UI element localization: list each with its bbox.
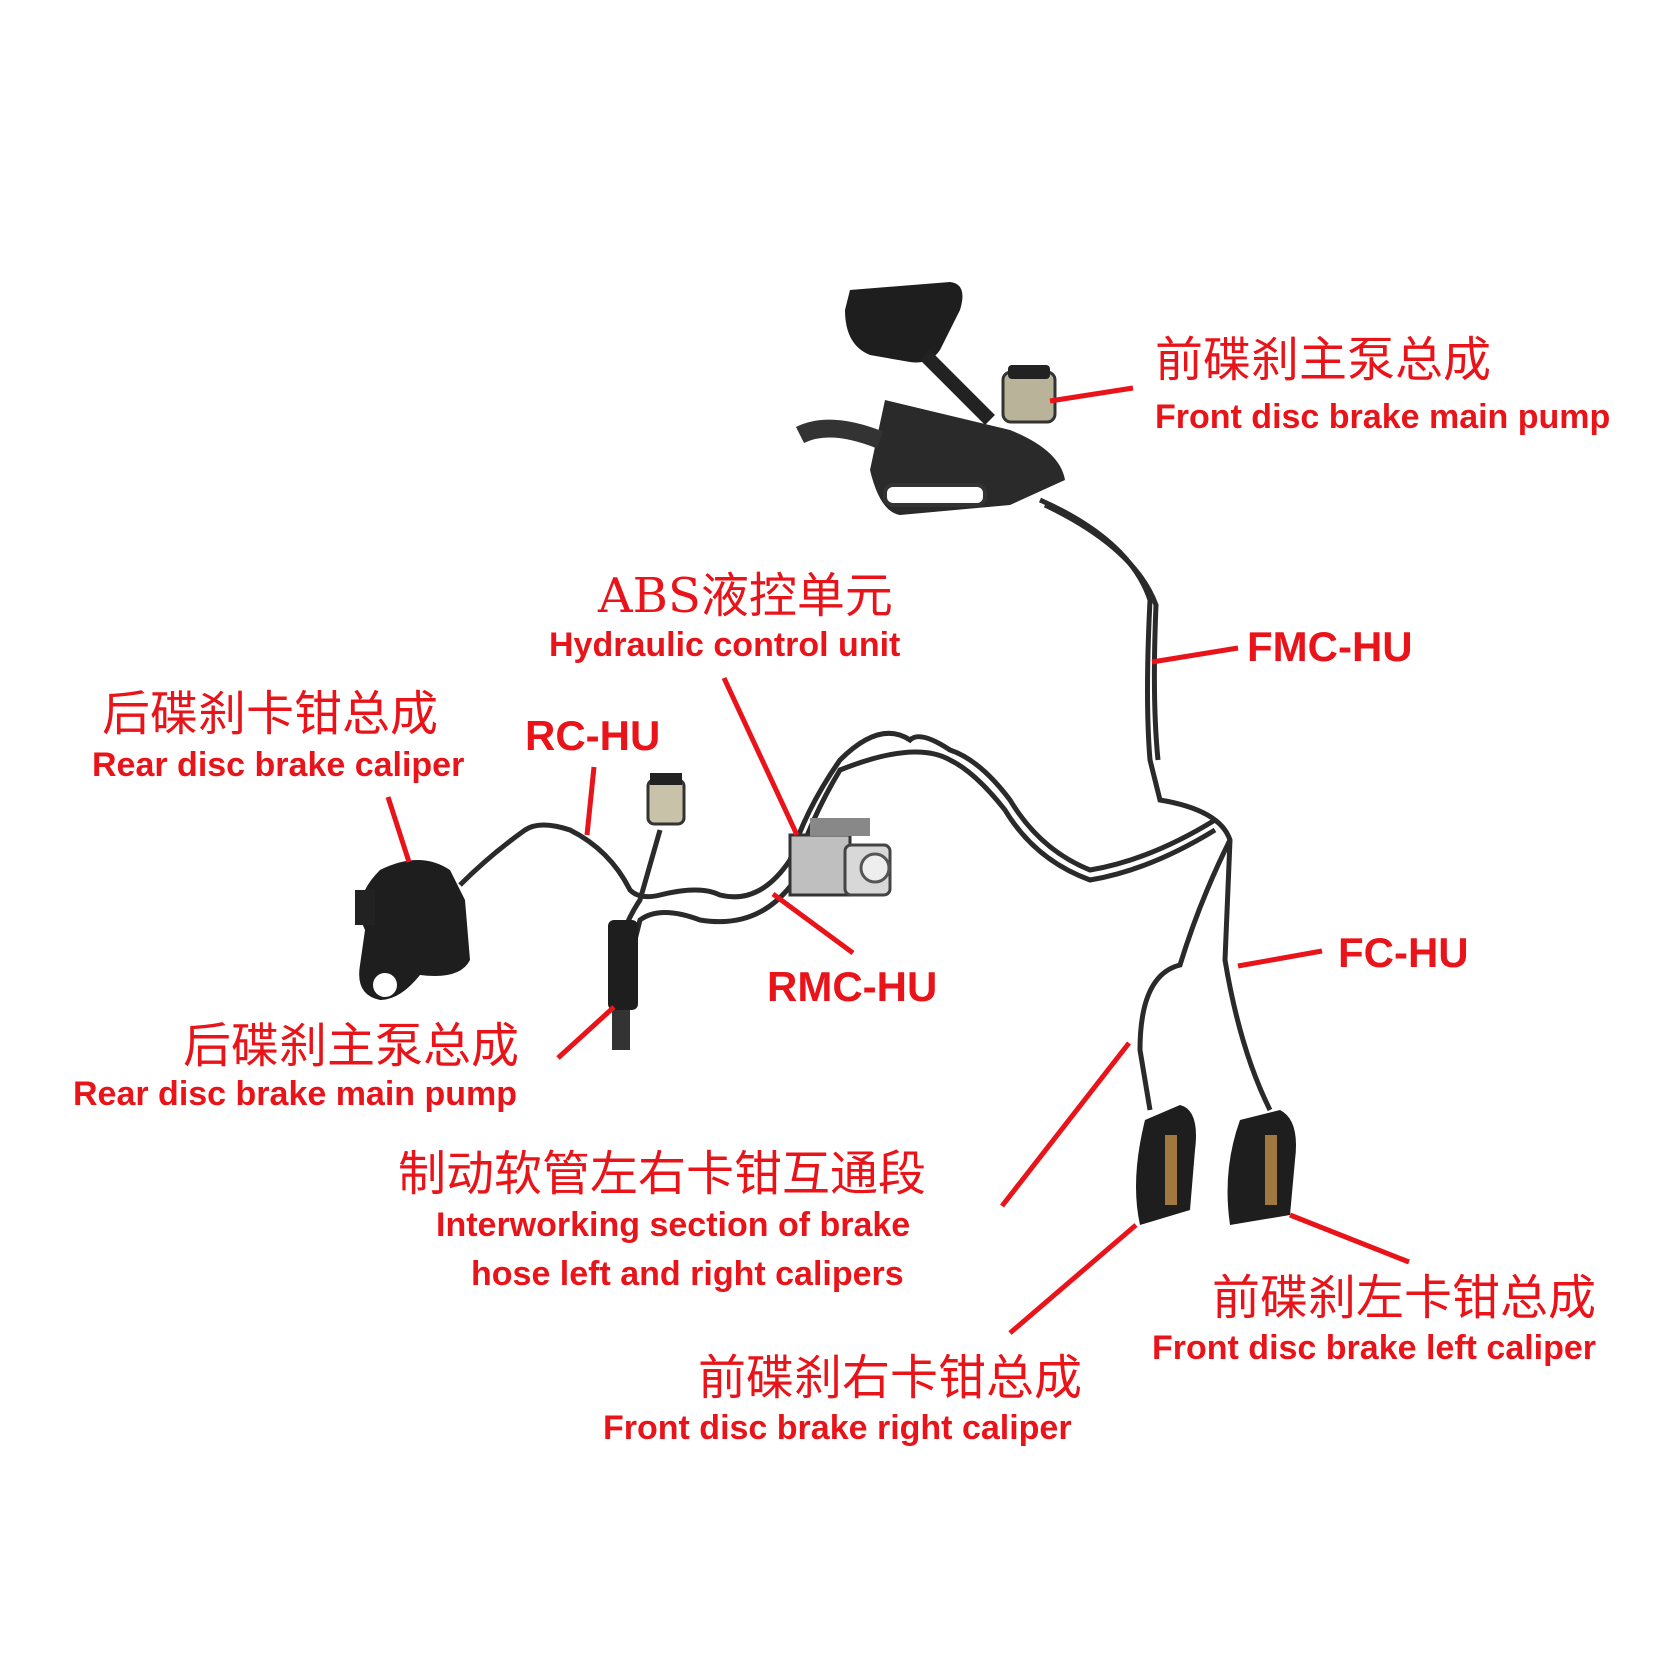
front-pump-label-zh: 前碟刹主泵总成	[1155, 332, 1492, 388]
front-calipers	[1136, 1105, 1296, 1225]
fc-hu-label: FC-HU	[1338, 929, 1469, 976]
leader-rc-hu	[584, 766, 597, 836]
leader-hcu	[721, 676, 800, 837]
leader-front-right-caliper	[1008, 1223, 1138, 1335]
rear-caliper	[355, 860, 470, 1000]
hcu-label-en: Hydraulic control unit	[549, 626, 901, 664]
leader-interworking	[1000, 1041, 1131, 1208]
front-handlebar-assembly	[795, 282, 1065, 515]
rear-pump-label-zh: 后碟刹主泵总成	[183, 1018, 520, 1074]
leader-rear-caliper	[385, 796, 412, 863]
rear-master-cylinder	[608, 773, 686, 1050]
leader-lines	[385, 385, 1410, 1335]
rear-pump-label-en: Rear disc brake main pump	[73, 1075, 518, 1113]
leader-front-left-caliper	[1289, 1212, 1410, 1265]
leader-front-pump	[1049, 385, 1134, 404]
leader-fmc-hu	[1151, 645, 1239, 665]
front-pump-label-en: Front disc brake main pump	[1155, 398, 1611, 436]
interworking-label-zh: 制动软管左右卡钳互通段	[398, 1146, 927, 1202]
hcu-label-zh: ABS液控单元	[598, 568, 893, 624]
leader-rear-pump	[556, 1005, 616, 1060]
abs-hydraulic-control-unit	[788, 818, 892, 897]
rear-caliper-label-zh: 后碟刹卡钳总成	[102, 686, 439, 742]
interworking-label-en-2: hose left and right calipers	[471, 1255, 904, 1293]
front-right-caliper-label-zh: 前碟刹右卡钳总成	[698, 1350, 1083, 1406]
front-left-caliper-label-en: Front disc brake left caliper	[1152, 1329, 1597, 1367]
leader-fc-hu	[1237, 948, 1323, 969]
fmc-hu-label: FMC-HU	[1247, 623, 1413, 670]
front-right-caliper-label-en: Front disc brake right caliper	[603, 1409, 1072, 1447]
rear-caliper-label-en: Rear disc brake caliper	[92, 746, 465, 784]
rmc-hu-label: RMC-HU	[767, 963, 938, 1010]
interworking-label-en-1: Interworking section of brake	[436, 1206, 911, 1244]
rc-hu-label: RC-HU	[525, 712, 661, 759]
leader-rmc-hu	[771, 891, 855, 956]
front-left-caliper-label-zh: 前碟刹左卡钳总成	[1212, 1270, 1597, 1326]
